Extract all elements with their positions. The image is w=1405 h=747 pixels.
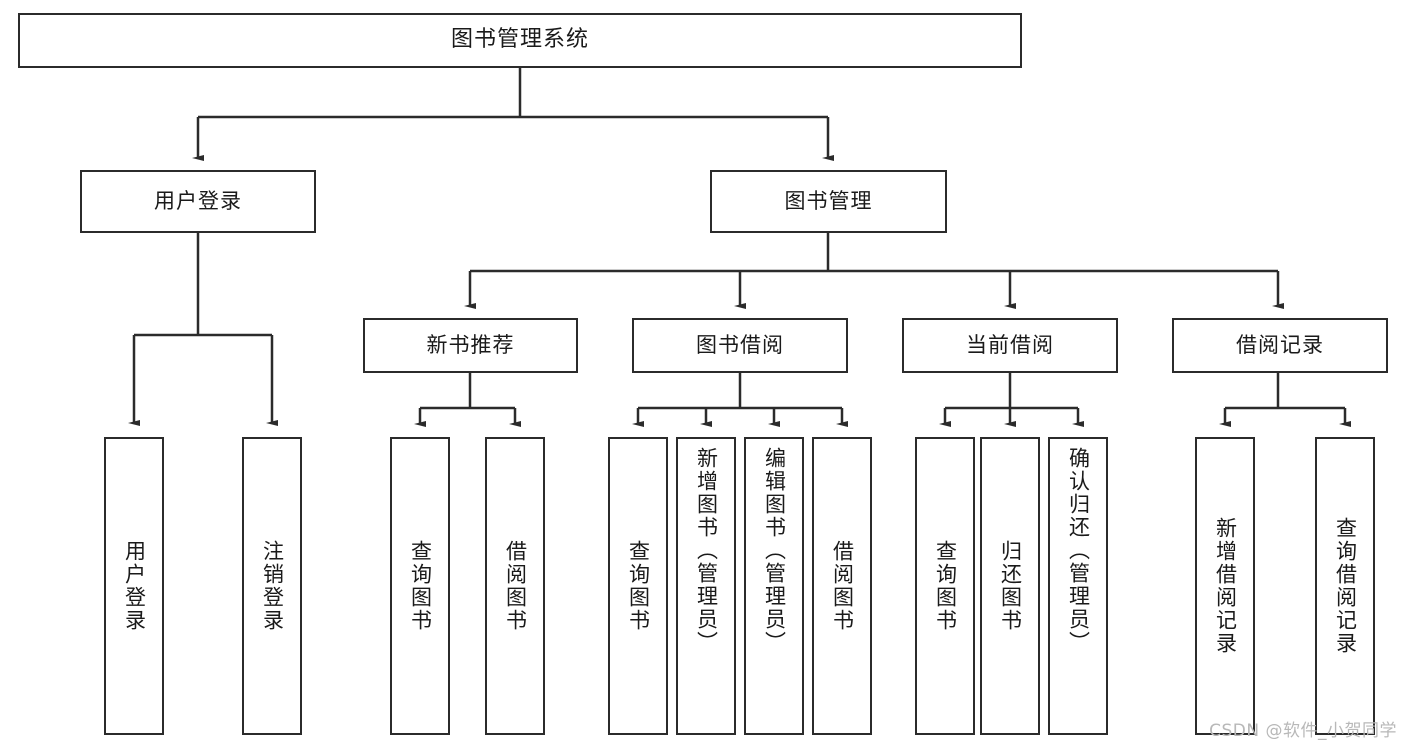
node-label: 查询图书 [933, 540, 958, 632]
node-label: 确认归还（管理员） [1066, 447, 1091, 654]
node-book-management[interactable]: 图书管理 [710, 170, 947, 233]
node-label: 当前借阅 [966, 332, 1054, 357]
leaf-current-confirm-return-admin[interactable]: 确认归还（管理员） [1048, 437, 1108, 735]
leaf-borrow-query-book[interactable]: 查询图书 [608, 437, 668, 735]
node-label: 新增图书（管理员） [694, 447, 719, 654]
leaf-user-login-signin[interactable]: 用户登录 [104, 437, 164, 735]
node-user-login[interactable]: 用户登录 [80, 170, 316, 233]
node-label: 借阅图书 [503, 540, 528, 632]
node-book-borrow[interactable]: 图书借阅 [632, 318, 848, 373]
leaf-recommend-query-book[interactable]: 查询图书 [390, 437, 450, 735]
leaf-current-return-book[interactable]: 归还图书 [980, 437, 1040, 735]
node-label: 新增借阅记录 [1213, 517, 1238, 655]
node-label: 图书管理 [784, 188, 873, 213]
leaf-record-add-record[interactable]: 新增借阅记录 [1195, 437, 1255, 735]
leaf-borrow-edit-book-admin[interactable]: 编辑图书（管理员） [744, 437, 804, 735]
node-root-system[interactable]: 图书管理系统 [18, 13, 1022, 68]
node-label: 借阅图书 [830, 540, 855, 632]
node-label: 查询图书 [626, 540, 651, 632]
node-borrow-record[interactable]: 借阅记录 [1172, 318, 1388, 373]
node-label: 用户登录 [122, 540, 147, 632]
node-label: 图书管理系统 [450, 27, 589, 53]
leaf-user-login-signout[interactable]: 注销登录 [242, 437, 302, 735]
node-label: 用户登录 [154, 188, 242, 213]
node-label: 新书推荐 [426, 332, 515, 357]
node-label: 注销登录 [260, 540, 285, 632]
leaf-borrow-borrow-book[interactable]: 借阅图书 [812, 437, 872, 735]
node-label: 编辑图书（管理员） [762, 447, 787, 654]
node-current-borrow[interactable]: 当前借阅 [902, 318, 1118, 373]
node-new-book-recommend[interactable]: 新书推荐 [363, 318, 578, 373]
node-label: 借阅记录 [1236, 332, 1324, 357]
leaf-current-query-book[interactable]: 查询图书 [915, 437, 975, 735]
leaf-recommend-borrow-book[interactable]: 借阅图书 [485, 437, 545, 735]
leaf-record-query-record[interactable]: 查询借阅记录 [1315, 437, 1375, 735]
node-label: 查询借阅记录 [1333, 517, 1358, 655]
node-label: 图书借阅 [696, 332, 784, 357]
node-label: 归还图书 [998, 540, 1023, 632]
node-label: 查询图书 [408, 540, 433, 632]
leaf-borrow-add-book-admin[interactable]: 新增图书（管理员） [676, 437, 736, 735]
